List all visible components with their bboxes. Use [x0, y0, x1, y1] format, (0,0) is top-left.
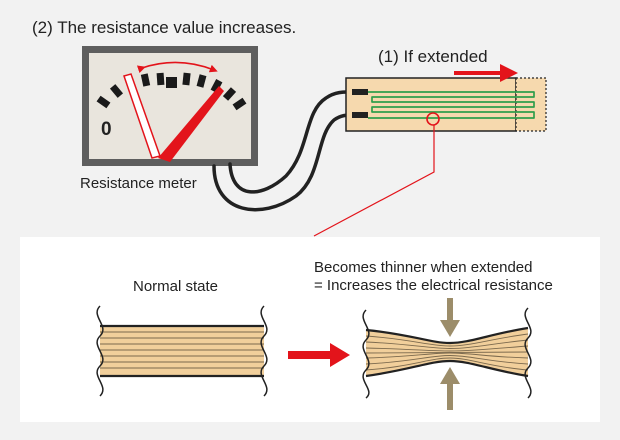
strain-gauge — [345, 64, 547, 132]
gauge-tab-lower — [352, 112, 368, 118]
meter-label: Resistance meter — [80, 175, 197, 192]
normal-material — [96, 305, 268, 397]
normal-material-body — [100, 326, 264, 376]
thinner-label-line2: = Increases the electrical resistance — [314, 277, 553, 294]
meter-scale-center — [166, 77, 177, 88]
extended-break-right — [524, 307, 532, 399]
compress-up-arrow-icon — [440, 367, 460, 410]
extended-break-left — [362, 309, 370, 399]
extended-material — [362, 298, 532, 410]
normal-break-right — [260, 305, 268, 397]
step2-label: (2) The resistance value increases. — [32, 18, 296, 37]
normal-break-left — [96, 305, 104, 397]
wires — [212, 90, 354, 212]
gauge-extension — [515, 77, 547, 132]
strain-wire — [368, 91, 535, 119]
meter-zero-label: 0 — [101, 119, 112, 140]
thinner-label-line1: Becomes thinner when extended — [314, 259, 532, 276]
gauge-tab-upper — [352, 89, 368, 95]
callout-line — [313, 125, 435, 237]
wire-lower — [212, 113, 354, 212]
extended-material-lines — [365, 333, 529, 371]
needle-swing-icon — [136, 61, 218, 74]
gauge-base — [345, 77, 517, 132]
compress-down-arrow-icon — [440, 298, 460, 337]
needle — [158, 86, 224, 162]
step1-label: (1) If extended — [378, 47, 488, 66]
resistance-meter: 0 — [82, 46, 258, 166]
magnify-circle-icon — [426, 112, 440, 126]
normal-state-label: Normal state — [133, 278, 218, 295]
normal-material-lines — [100, 331, 264, 369]
meter-face — [89, 53, 251, 159]
wire-upper — [228, 90, 354, 194]
compare-arrow-icon — [288, 343, 350, 367]
extend-arrow-icon — [454, 64, 518, 82]
